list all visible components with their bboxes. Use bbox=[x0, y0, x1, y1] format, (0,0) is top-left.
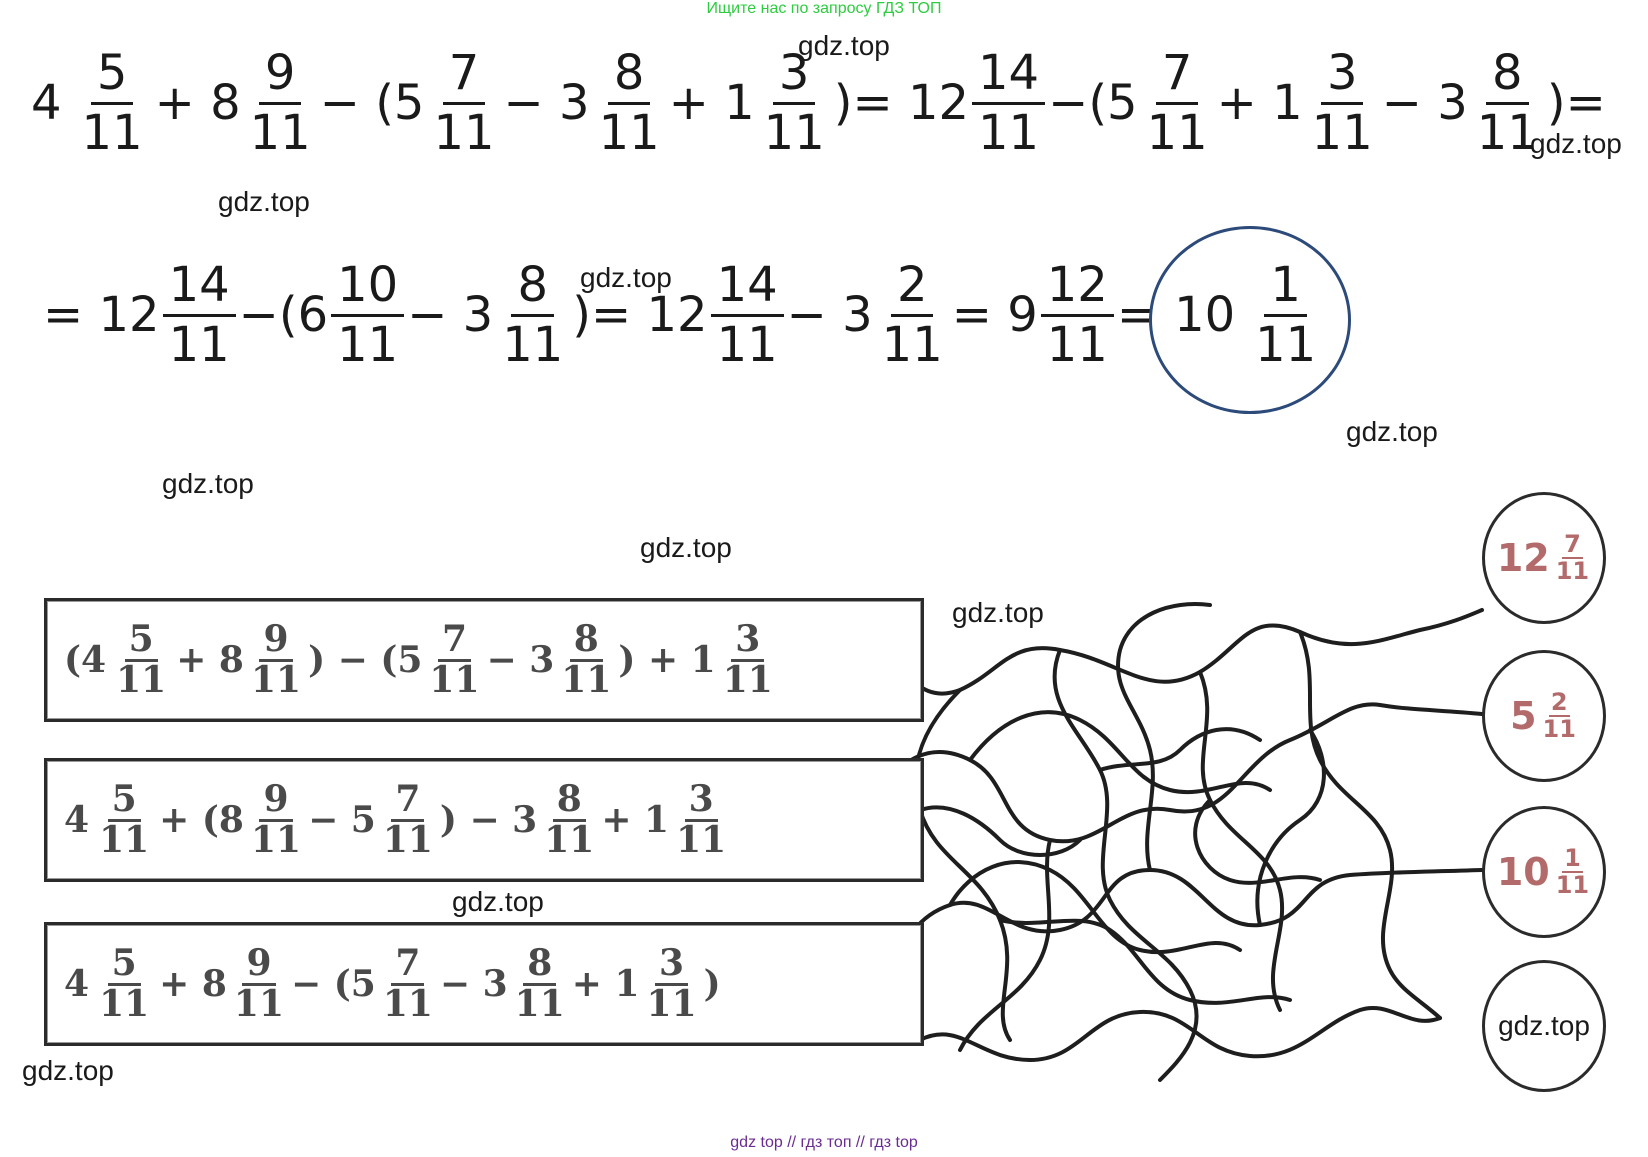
operator: + 1 bbox=[1216, 75, 1303, 131]
watermark: gdz.top bbox=[162, 468, 254, 499]
answer-highlight-circle bbox=[1149, 226, 1351, 414]
footer-links: gdz top // гдз топ // гдз top bbox=[730, 1134, 918, 1151]
search-hint: Ищите нас по запросу ГДЗ ТОП bbox=[706, 0, 942, 17]
operator: + 8 bbox=[154, 75, 241, 131]
watermark: gdz.top bbox=[22, 1055, 114, 1086]
operator: − 3 bbox=[1381, 75, 1468, 131]
watermark: gdz.top bbox=[1530, 128, 1622, 159]
operator: − 3 bbox=[503, 75, 590, 131]
watermark: gdz.top bbox=[580, 262, 672, 293]
watermark: gdz.top bbox=[952, 597, 1044, 628]
operator: −(5 bbox=[1048, 75, 1138, 131]
operator: = 12 bbox=[43, 287, 160, 343]
operator: − 3 bbox=[407, 287, 494, 343]
answer-circle-4: gdz.top bbox=[1482, 960, 1606, 1092]
watermark: gdz.top bbox=[1346, 416, 1438, 447]
watermark: gdz.top bbox=[640, 532, 732, 563]
operator: = 9 bbox=[951, 287, 1038, 343]
watermark: gdz.top bbox=[798, 30, 890, 61]
watermark: gdz.top bbox=[452, 886, 544, 917]
operator: − 3 bbox=[786, 287, 873, 343]
operator: − (5 bbox=[319, 75, 425, 131]
operator: + 1 bbox=[668, 75, 755, 131]
watermark: gdz.top bbox=[218, 186, 310, 217]
operator: )= 12 bbox=[833, 75, 970, 131]
operator: )= bbox=[1546, 75, 1606, 131]
operator: )= 12 bbox=[572, 287, 708, 343]
operator: −(6 bbox=[238, 287, 329, 343]
